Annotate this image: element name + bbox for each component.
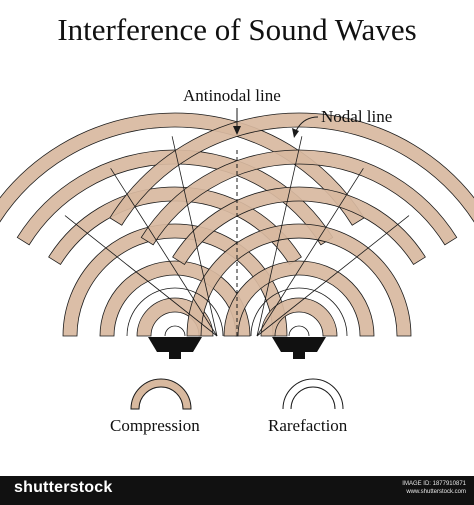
right-rarefaction-arc xyxy=(250,287,348,337)
interference-ray xyxy=(256,168,364,337)
rarefaction-legend-label: Rarefaction xyxy=(268,416,348,435)
right-rarefaction-arc xyxy=(288,325,310,337)
image-id: IMAGE ID: 1877910871 xyxy=(402,481,466,487)
image-meta: IMAGE ID: 1877910871 www.shutterstock.co… xyxy=(402,480,466,496)
interference-ray xyxy=(256,136,303,337)
antinodal-line-label: Antinodal line xyxy=(183,86,281,105)
rarefaction-legend-icon xyxy=(282,378,344,410)
right-compression-band xyxy=(186,223,412,337)
interference-ray xyxy=(64,215,218,337)
interference-ray xyxy=(110,168,218,337)
right-compression-band xyxy=(140,149,458,246)
interference-ray xyxy=(256,215,410,337)
brand-logo: shutterstock xyxy=(14,479,113,496)
right-speaker-icon xyxy=(272,337,326,359)
left-rarefaction-arc xyxy=(126,287,224,337)
nodal-line-label: Nodal line xyxy=(321,107,393,126)
site-url: www.shutterstock.com xyxy=(406,489,466,495)
interference-ray xyxy=(171,136,218,337)
left-speaker-icon xyxy=(148,337,202,359)
compression-legend-icon xyxy=(130,378,192,410)
right-compression-band xyxy=(109,112,474,226)
nodal-arrow xyxy=(292,116,319,138)
right-wave-compressions xyxy=(109,112,474,337)
diagram-title: Interference of Sound Waves xyxy=(57,12,417,47)
rarefaction-arcs xyxy=(126,287,348,337)
left-compression-band xyxy=(0,112,365,226)
antinodal-arrow xyxy=(233,108,241,135)
compression-legend-label: Compression xyxy=(110,416,200,435)
interference-lines xyxy=(64,136,410,337)
right-compression-band xyxy=(172,186,426,266)
stock-footer: shutterstock IMAGE ID: 1877910871 www.sh… xyxy=(0,476,474,505)
right-compression-band xyxy=(223,260,375,337)
left-rarefaction-arc xyxy=(164,325,186,337)
